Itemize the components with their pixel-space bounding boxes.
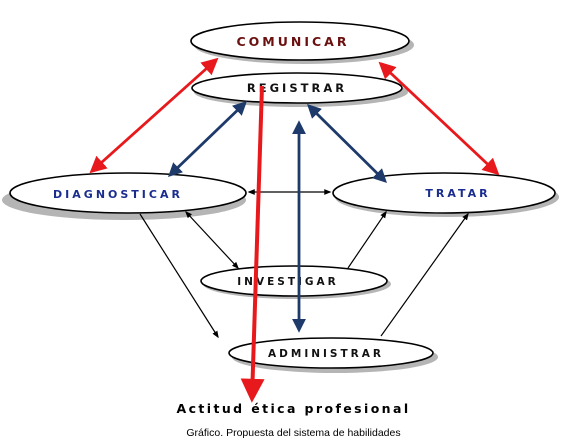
node-investigar: INVESTIGAR (200, 265, 391, 299)
node-registrar: REGISTRAR (191, 72, 408, 107)
arrow-ethics-vertical (240, 85, 265, 403)
arrow-comunicar-tratar (378, 61, 500, 176)
node-label-registrar: REGISTRAR (247, 81, 347, 95)
node-label-comunicar: COMUNICAR (237, 34, 350, 49)
arrow-diagnosticar-investigar (185, 210, 239, 270)
arrow-comunicar-diagnosticar (89, 57, 219, 174)
node-label-investigar: INVESTIGAR (237, 276, 338, 288)
arrow-investigar-tratar (347, 210, 387, 269)
node-label-administrar: ADMINISTRAR (268, 348, 384, 360)
node-comunicar: COMUNICAR (190, 21, 414, 64)
figure-caption: Gráfico. Propuesta del sistema de habili… (186, 427, 401, 439)
arrow-tratar-registrar (307, 104, 387, 183)
ethics-title: Actitud ética profesional (176, 401, 411, 416)
node-administrar: ADMINISTRAR (228, 337, 438, 373)
node-label-tratar: TRATAR (425, 187, 490, 200)
arrow-diagnosticar-administrar (139, 213, 219, 339)
arrow-administrar-tratar (380, 212, 469, 337)
node-tratar: TRATAR (332, 172, 559, 217)
node-diagnosticar: DIAGNOSTICAR (2, 172, 247, 220)
arrow-diagnosticar-registrar (167, 101, 248, 177)
node-label-diagnosticar: DIAGNOSTICAR (53, 188, 183, 201)
